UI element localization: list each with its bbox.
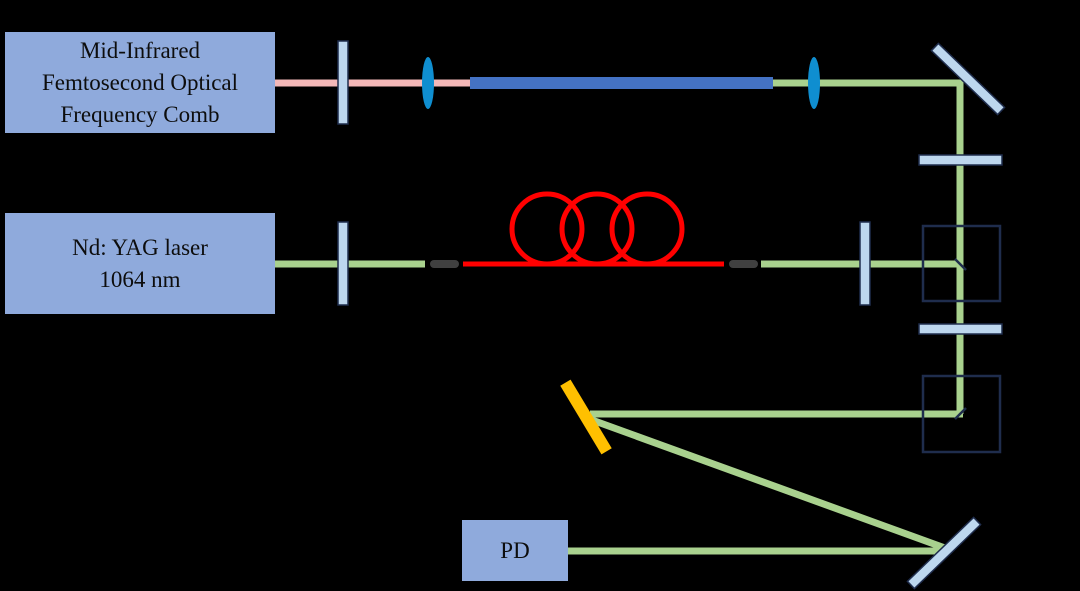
comb-source-label-line2: Femtosecond Optical: [41, 69, 239, 95]
photodetector-label: PD: [500, 537, 530, 563]
fiber-coupler-in: [430, 260, 459, 268]
comb-source-label-line1: Mid-Infrared: [79, 37, 201, 63]
nonlinear-crystal: [470, 77, 773, 89]
nd-yag-laser-box: Nd: YAG laser 1064 nm: [5, 213, 275, 314]
lens-output: [808, 57, 820, 109]
fiber-coil: [509, 191, 685, 267]
beam-splitter-1: [921, 224, 1002, 303]
mirror-top-right: [930, 42, 1006, 116]
photodetector-box: PD: [462, 520, 568, 581]
green-beam-diagonal: [590, 416, 947, 552]
waveplate-vertical-1: [918, 154, 1003, 166]
lens-input: [422, 57, 434, 109]
beam-splitter-2: [921, 374, 1002, 454]
waveplate-yag-path: [337, 221, 349, 306]
waveplate-comb-path: [337, 40, 349, 125]
comb-source-label-line3: Frequency Comb: [60, 101, 220, 127]
comb-source-box: Mid-Infrared Femtosecond Optical Frequen…: [5, 32, 275, 133]
grating-mirror-yellow: [560, 379, 612, 455]
nd-yag-label-line2: 1064 nm: [99, 266, 181, 292]
nd-yag-label-line1: Nd: YAG laser: [72, 234, 208, 260]
mirror-bottom-right: [906, 516, 982, 590]
waveplate-vertical-2: [918, 323, 1003, 335]
fiber-coupler-out: [729, 260, 758, 268]
waveplate-after-fiber: [859, 221, 871, 306]
